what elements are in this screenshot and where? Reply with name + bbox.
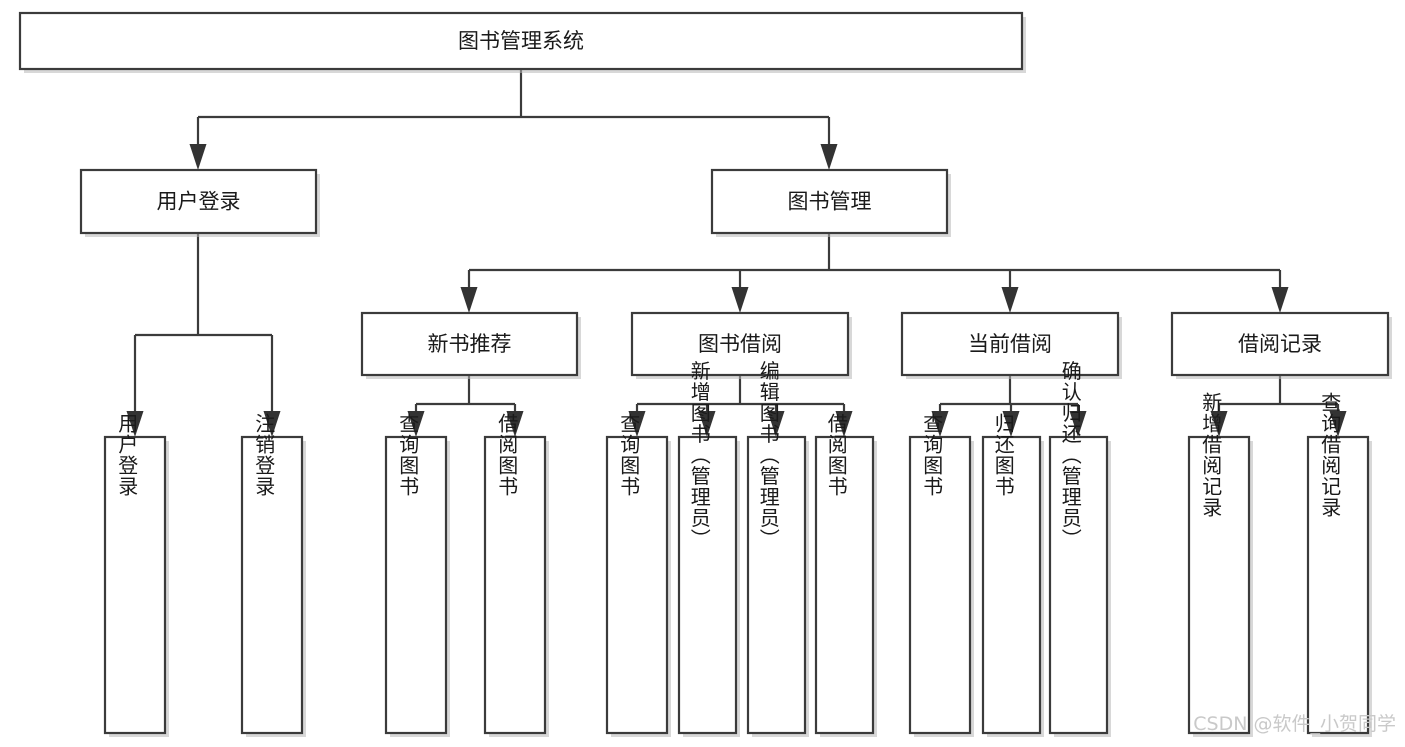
- node-label: 新书推荐: [428, 332, 512, 356]
- node-label: 图书借阅: [698, 332, 782, 356]
- node-label: 图书管理: [788, 190, 872, 214]
- node-bookmgmt[interactable]: 图书管理: [710, 168, 951, 237]
- node-label: 注销登录: [252, 413, 276, 497]
- node-box[interactable]: [103, 435, 167, 735]
- node-label: 用户登录: [157, 190, 241, 214]
- node-label: 编辑图书（管理员）: [756, 360, 780, 549]
- node-box[interactable]: [360, 311, 579, 377]
- node-borrow[interactable]: 图书借阅: [630, 311, 852, 379]
- node-label: 新增图书（管理员）: [687, 360, 711, 549]
- node-leaf-user-logout[interactable]: 注销登录: [240, 413, 306, 737]
- node-box[interactable]: [1306, 435, 1370, 735]
- connector-group-current: [931, 375, 1087, 437]
- node-record[interactable]: 借阅记录: [1170, 311, 1392, 379]
- node-leaf-query-book-cur[interactable]: 查询图书: [908, 413, 974, 737]
- node-newbook[interactable]: 新书推荐: [360, 311, 581, 379]
- connector-group-borrow: [628, 375, 853, 437]
- node-leaf-borrow-book[interactable]: 借阅图书: [814, 413, 877, 737]
- node-label: 当前借阅: [968, 332, 1052, 356]
- node-leaf-user-login[interactable]: 用户登录: [103, 413, 169, 737]
- node-box[interactable]: [710, 168, 949, 235]
- node-root[interactable]: 图书管理系统: [18, 11, 1026, 73]
- node-box[interactable]: [1187, 435, 1251, 735]
- node-leaf-borrow-book-new[interactable]: 借阅图书: [483, 413, 549, 737]
- watermark-label: CSDN @软件_小贺同学: [1193, 713, 1396, 735]
- connector-group-root: [189, 69, 838, 170]
- connector-layer: [126, 69, 1347, 437]
- node-box[interactable]: [814, 435, 875, 735]
- node-label: 借阅图书: [495, 413, 519, 497]
- node-leaf-query-book-new[interactable]: 查询图书: [384, 413, 450, 737]
- node-label: 借阅记录: [1238, 332, 1322, 356]
- node-leaf-add-record[interactable]: 新增借阅记录: [1187, 392, 1253, 737]
- connector-group-record: [1210, 375, 1347, 437]
- node-box[interactable]: [746, 435, 807, 735]
- node-leaf-query-book[interactable]: 查询图书: [605, 413, 671, 737]
- node-leaf-query-record[interactable]: 查询借阅记录: [1306, 392, 1372, 737]
- node-box[interactable]: [981, 435, 1042, 735]
- node-box[interactable]: [79, 168, 318, 235]
- node-leaf-return-book[interactable]: 归还图书: [981, 413, 1044, 737]
- node-label: 新增借阅记录: [1199, 392, 1223, 518]
- node-label: 查询图书: [920, 413, 944, 497]
- node-label: 查询图书: [396, 413, 420, 497]
- node-layer: 图书管理系统用户登录图书管理新书推荐图书借阅当前借阅借阅记录用户登录注销登录查询…: [18, 11, 1392, 737]
- node-box[interactable]: [1170, 311, 1390, 377]
- node-box[interactable]: [384, 435, 448, 735]
- node-box[interactable]: [677, 435, 738, 735]
- node-label: 图书管理系统: [458, 29, 584, 53]
- node-label: 查询借阅记录: [1318, 392, 1342, 518]
- node-box[interactable]: [483, 435, 547, 735]
- node-box[interactable]: [908, 435, 972, 735]
- node-box[interactable]: [900, 311, 1120, 377]
- node-leaf-edit-book[interactable]: 编辑图书（管理员）: [746, 360, 809, 737]
- node-label: 查询图书: [617, 413, 641, 497]
- connector-group-newbook: [407, 375, 524, 437]
- node-label: 用户登录: [115, 413, 139, 497]
- node-box[interactable]: [630, 311, 850, 377]
- node-leaf-confirm-return[interactable]: 确认归还（管理员）: [1048, 360, 1111, 737]
- node-current[interactable]: 当前借阅: [900, 311, 1122, 379]
- node-label: 归还图书: [991, 413, 1015, 497]
- connector-group-bookmgmt: [460, 233, 1289, 313]
- node-label: 借阅图书: [824, 413, 848, 497]
- node-login[interactable]: 用户登录: [79, 168, 320, 237]
- connector-group-login: [126, 233, 281, 437]
- node-label: 确认归还（管理员）: [1058, 360, 1082, 549]
- node-box[interactable]: [240, 435, 304, 735]
- node-box[interactable]: [1048, 435, 1109, 735]
- node-box[interactable]: [605, 435, 669, 735]
- node-leaf-add-book[interactable]: 新增图书（管理员）: [677, 360, 740, 737]
- node-box[interactable]: [18, 11, 1024, 71]
